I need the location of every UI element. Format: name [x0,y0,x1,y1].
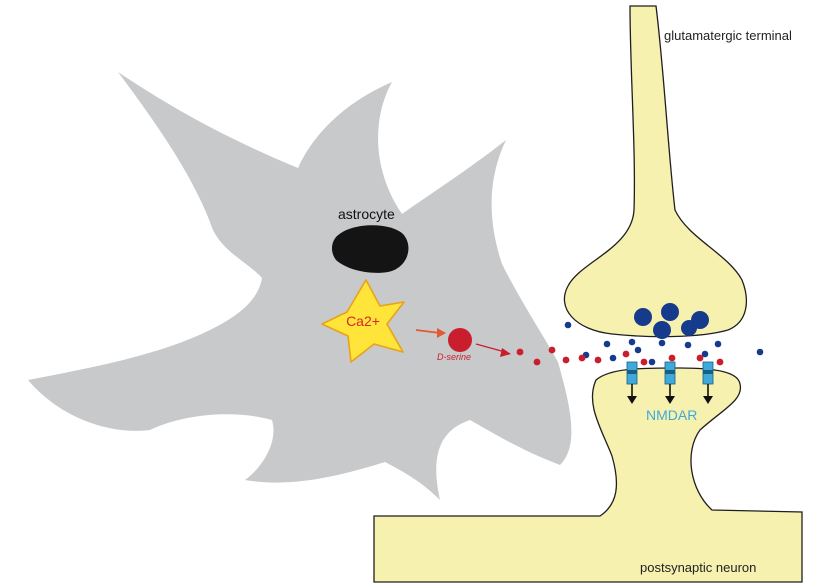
d-serine-dot [669,355,676,362]
glutamate-dot [649,359,656,366]
astrocyte-cell [28,72,571,500]
d-serine-dot [623,351,630,358]
glutamate-dot [659,340,666,347]
d-serine-dot [579,355,586,362]
glutamate-vesicle [681,320,697,336]
d-serine-dot [717,359,724,366]
nmdar-label: NMDAR [646,407,697,423]
glutamate-dot [715,341,722,348]
glutamate-dot [635,347,642,354]
d-serine-dot [563,357,570,364]
nmda-receptor-icon [665,362,675,404]
d-serine-dot [697,355,704,362]
glutamate-dot [629,339,636,346]
nmda-receptor-icon [627,362,637,404]
d-serine-dot [641,359,648,366]
glutamate-dot [565,322,572,329]
glutamate-dot [685,342,692,349]
d-serine-dot [549,347,556,354]
glutamate-vesicle [653,321,671,339]
d-serine-dot [517,349,524,356]
glutamate-dot [604,341,611,348]
d-serine-dot [534,359,541,366]
glutamate-dot [610,355,617,362]
glutamatergic-terminal [564,6,746,337]
glutamate-vesicle [661,303,679,321]
ca2-label: Ca2+ [346,313,380,329]
d-serine-label: D-serine [437,352,471,362]
nmda-receptor-icon [703,362,713,404]
glutamatergic-terminal-label: glutamatergic terminal [664,28,792,43]
astrocyte-label: astrocyte [338,206,395,222]
glutamate-vesicle [634,308,652,326]
glutamate-dot [757,349,764,356]
d-serine-dot [595,357,602,364]
postsynaptic-neuron-label: postsynaptic neuron [640,560,756,575]
d-serine-vesicle [448,328,472,352]
